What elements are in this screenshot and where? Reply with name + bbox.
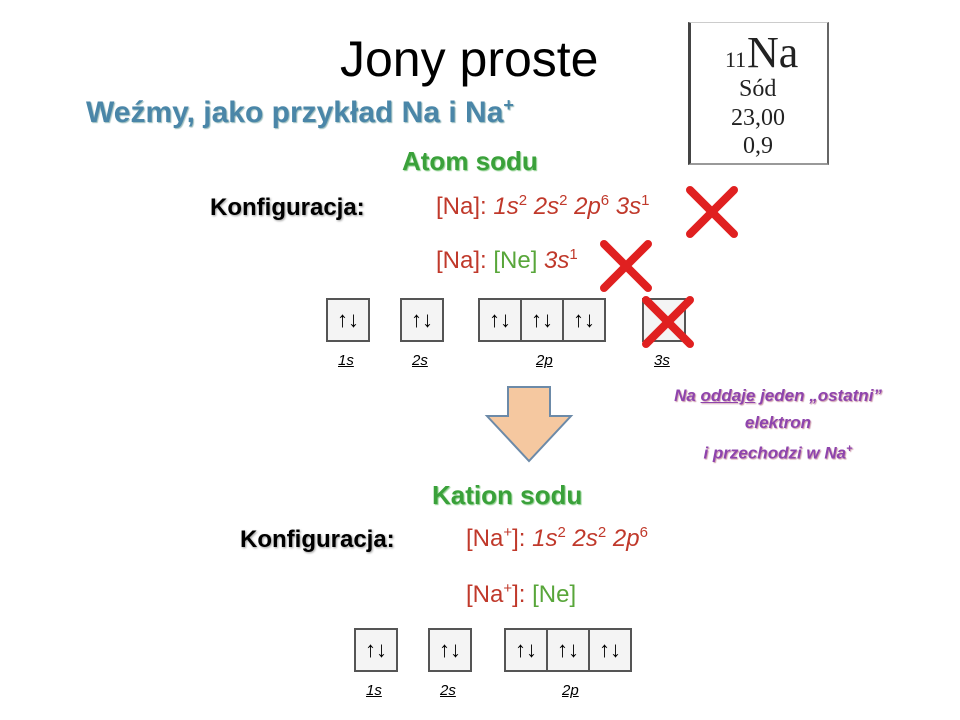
cation-orbital-label-2p: 2p (562, 682, 579, 699)
atom-heading: Atom sodu (402, 146, 538, 176)
orbital-label-3s: 3s (654, 352, 670, 369)
cation-heading: Kation sodu (432, 480, 583, 510)
down-arrow-icon (484, 386, 574, 463)
element-tile: 11 Na Sód 23,00 0,9 (688, 22, 829, 165)
element-name: Sód (739, 76, 777, 102)
orbital-label-1s: 1s (338, 352, 354, 369)
element-symbol: Na (747, 28, 799, 77)
cation-orbital-box-2s: ↑↓ (428, 628, 472, 672)
cation-full-config: [Na+]: 1s2 2s2 2p6 (466, 524, 648, 552)
orbital-box-2s: ↑↓ (400, 298, 444, 342)
atomic-mass: 23,00 (731, 105, 785, 131)
cation-orbital-label-2s: 2s (440, 682, 456, 699)
electronegativity: 0,9 (743, 133, 773, 159)
orbital-label-2s: 2s (412, 352, 428, 369)
subtitle: Weźmy, jako przykład Na i Na+ (86, 95, 514, 129)
orbital-box-1s: ↑↓ (326, 298, 370, 342)
cross-mark-icon (600, 240, 652, 292)
atom-config-label: Konfiguracja: (210, 194, 365, 221)
electron-loss-note: Na oddaje jeden „ostatni” elektron i prz… (674, 386, 882, 463)
cation-short-config: [Na+]: [Ne] (466, 580, 577, 608)
atom-short-config: [Na]: [Ne] 3s1 (436, 246, 578, 274)
cation-orbital-box-1s: ↑↓ (354, 628, 398, 672)
cross-mark-icon (642, 296, 694, 348)
cation-orbital-label-1s: 1s (366, 682, 382, 699)
cation-orbital-box-2p: ↑↓↑↓↑↓ (504, 628, 632, 672)
atom-full-config: [Na]: 1s2 2s2 2p6 3s1 (436, 192, 650, 220)
orbital-label-2p: 2p (536, 352, 553, 369)
orbital-box-2p: ↑↓↑↓↑↓ (478, 298, 606, 342)
atomic-number: 11 (725, 47, 747, 72)
cation-config-label: Konfiguracja: (240, 526, 395, 553)
cross-mark-icon (686, 186, 738, 238)
page-title: Jony proste (340, 31, 599, 87)
